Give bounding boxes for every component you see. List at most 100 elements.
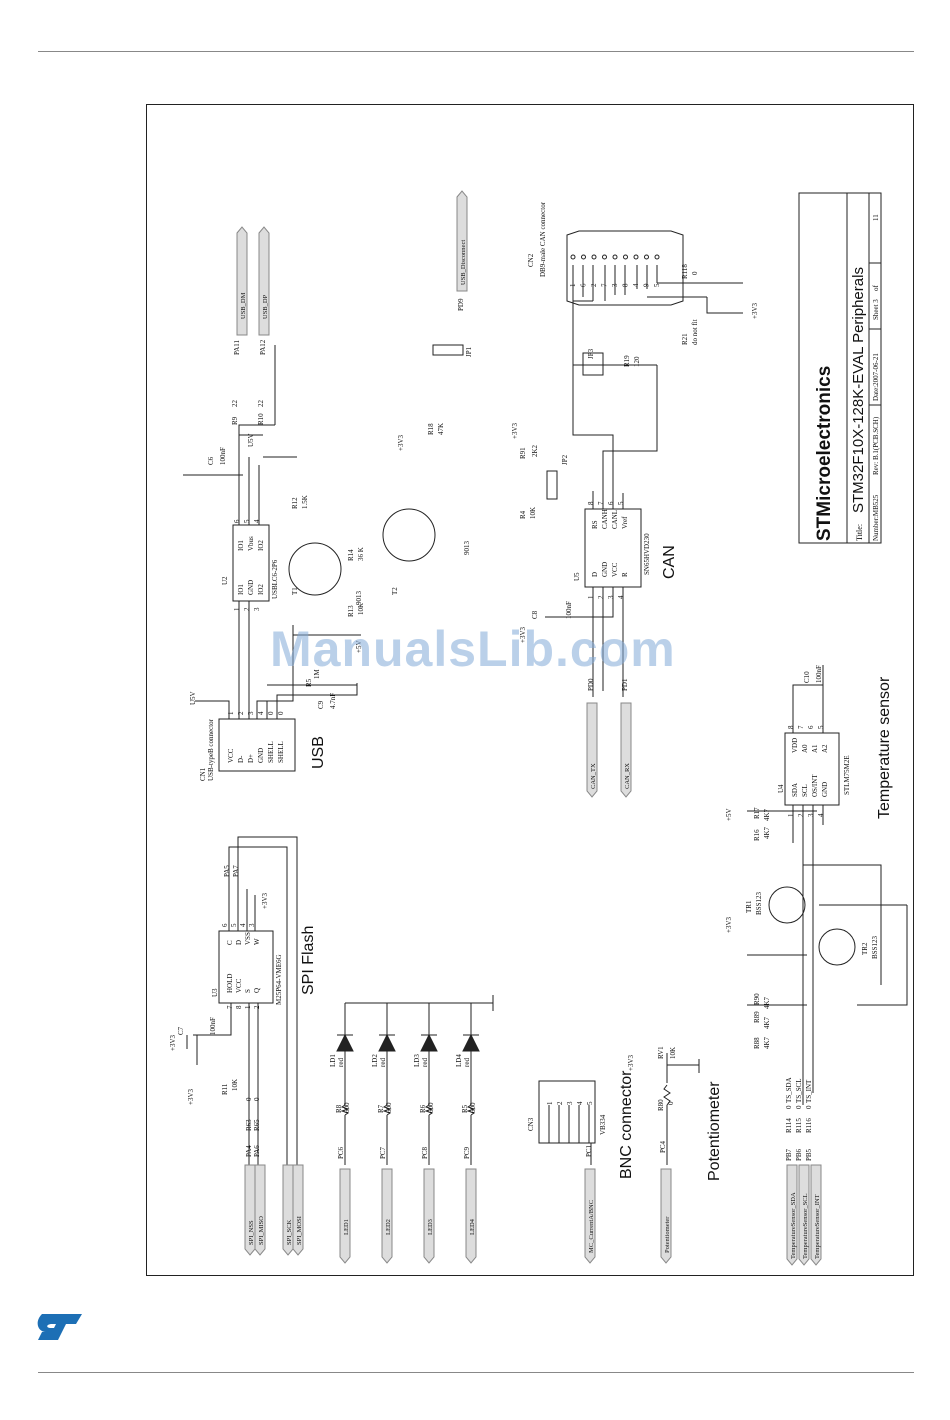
pot-net: Potentiometer: [664, 1216, 671, 1253]
u3-num-5: 5: [230, 923, 238, 927]
cn3-part: VB334: [599, 1114, 607, 1135]
r91-value: 2K2: [531, 444, 539, 457]
r63-label: R63: [245, 1119, 253, 1131]
u5v2-label: U5V: [247, 433, 255, 447]
led-3-resistor: [424, 1104, 434, 1116]
r63-value: 0: [245, 1097, 253, 1101]
led-resv-2: 600: [385, 1102, 393, 1113]
r11-value: 10K: [231, 1079, 239, 1091]
jp1-jumper: [432, 344, 464, 356]
bnc-pin-5: 5: [586, 1101, 594, 1105]
usb-dm-flag: [236, 226, 248, 336]
r12-label: R12: [291, 497, 299, 509]
pot-net-flag: [660, 1168, 672, 1264]
led-2-symbol: [378, 1003, 396, 1165]
u3-pin-hold: HOLD: [226, 974, 234, 993]
doc-rev: Rev: B.1(PCB.SCH): [872, 416, 880, 475]
c10-label: C10: [803, 671, 811, 683]
pd1-label: PD1: [621, 678, 629, 691]
section-temperature-sensor: Temperature sensor: [876, 676, 893, 819]
t1-value: 9013: [355, 591, 363, 606]
cn1-desc: USB-typeB connector: [207, 718, 215, 781]
led-net-flag-4: [465, 1168, 477, 1264]
u2-nr-2: 5: [243, 519, 251, 523]
t1-transistor: [288, 542, 342, 596]
cn1-num-4: 4: [257, 711, 265, 715]
led-color-4: red: [463, 1058, 471, 1067]
db9-pin-2: 2: [590, 283, 598, 287]
u5-left-1: D: [591, 572, 599, 577]
sheet-of: of: [872, 285, 880, 292]
u5-nr-4: 5: [617, 501, 625, 505]
usb-5v: +5V: [355, 640, 363, 653]
sheet-number: Sheet 3: [872, 299, 880, 320]
u2-nl-3: 3: [253, 607, 261, 611]
led-port-3: PC8: [421, 1146, 429, 1159]
r65-label: R65: [253, 1119, 261, 1131]
u4-ref: U4: [777, 784, 785, 793]
cn1-pin-1: VCC: [227, 748, 235, 763]
t1-label: T1: [291, 587, 299, 595]
jp1-label: JP1: [465, 346, 473, 357]
section-spi-flash: SPI Flash: [300, 926, 317, 995]
pd9-label: PD9: [457, 298, 465, 311]
ts-int-label: TS_INT: [805, 1079, 813, 1103]
led-port-2: PC7: [379, 1146, 387, 1159]
title-block: STMicroelectronics Title: STM32F10X-128K…: [798, 192, 882, 544]
led-color-1: red: [337, 1058, 345, 1067]
r90-value: 4K7: [763, 996, 771, 1009]
r4-label: R4: [519, 510, 527, 519]
u2-right-1: IO1: [237, 540, 245, 551]
net-ts-sda: TemperatureSensor_SDA: [790, 1192, 797, 1259]
watermark: ManualsLib.com: [270, 621, 676, 677]
led-color-2: red: [379, 1058, 387, 1067]
r118-value: 0: [691, 271, 699, 275]
bnc-net-flag: [584, 1168, 596, 1264]
cn1-num-3: 3: [247, 711, 255, 715]
led-port-1: PC6: [337, 1146, 345, 1159]
pot-3v3: +3V3: [627, 1054, 635, 1071]
r88-label: R88: [753, 1037, 761, 1049]
u5-left-4: R: [621, 572, 629, 577]
r116-label: R116: [805, 1118, 813, 1133]
cn1-pin-3: D+: [247, 754, 255, 763]
u3-num-1: 1: [244, 1005, 252, 1009]
r9-value: 22: [231, 400, 239, 408]
spi-3v3-b: +3V3: [169, 1034, 177, 1051]
r90-label: R90: [753, 993, 761, 1005]
db9-contact-6: [581, 254, 586, 260]
led-4-resistor: [466, 1104, 476, 1116]
net-ts-int: TemperatureSensor_INT: [814, 1194, 821, 1259]
led-1-resistor: [340, 1104, 350, 1116]
u3-pins-left: HOLD VCC S Q C D VSS W 7 8 1 2 6 5 4 3: [221, 923, 261, 1009]
temp-5v: +5V: [725, 808, 733, 821]
section-usb: USB: [310, 736, 327, 769]
u5-nr-3: 6: [607, 501, 615, 505]
u3-pin-w: W: [253, 938, 261, 945]
r4-value: 10K: [529, 507, 537, 519]
led-port-4: PC9: [463, 1146, 471, 1159]
u3-chip: [218, 930, 274, 1004]
r18-label: R18: [427, 423, 435, 435]
pb7-label: PB7: [785, 1148, 793, 1161]
led-4-symbol: [462, 1003, 480, 1165]
u5-nl-2: 2: [597, 595, 605, 599]
u2-ref: U2: [221, 576, 229, 585]
led-ref-3: LD3: [413, 1054, 421, 1067]
sheet-total: 11: [872, 214, 880, 221]
pb6-label: PB6: [795, 1148, 803, 1161]
u5-nr-1: 8: [587, 501, 595, 505]
cn1-num-6: 0: [277, 711, 285, 715]
u3-part: M25P64-VME6G: [275, 954, 283, 1005]
net-usb-dp: USB_DP: [262, 294, 269, 319]
bnc-port: PC1: [585, 1144, 593, 1157]
u2-nr-3: 4: [253, 519, 261, 523]
tr1-label: TR1: [745, 900, 753, 913]
r65-value: 0: [253, 1097, 261, 1101]
temp-block: U4 STLM75M2E SDAVDD18SCLA027OS/INTA136GN…: [725, 665, 908, 1266]
u3-num-4: 4: [239, 923, 247, 927]
led-net-4: LED4: [469, 1218, 476, 1235]
net-ts-scl: TemperatureSensor_SCL: [802, 1193, 809, 1259]
cn2-ref: CN2: [527, 253, 535, 267]
